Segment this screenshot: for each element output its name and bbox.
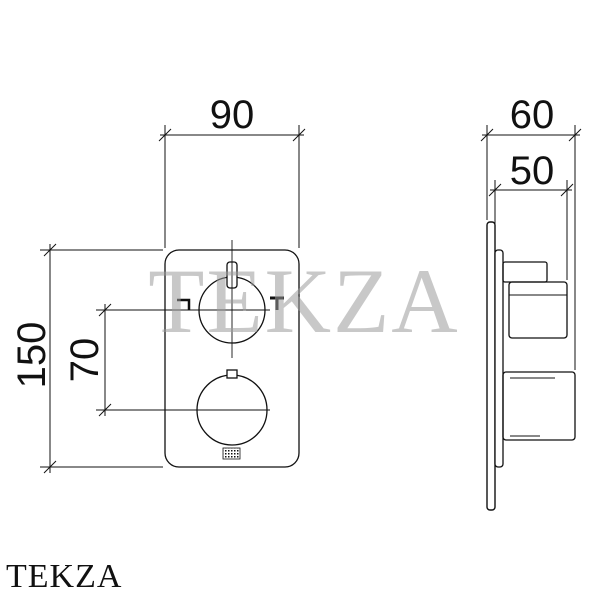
- side-view: [486, 221, 576, 511]
- width-dimension: [158, 125, 306, 248]
- footer-logo: TEKZA: [6, 558, 123, 595]
- height-total-label: 150: [10, 322, 54, 389]
- depth-total-label: 60: [510, 93, 555, 137]
- depth-body-dimension: [488, 180, 574, 280]
- front-view: [164, 240, 300, 468]
- height-spacing-label: 70: [63, 338, 107, 383]
- height-total-dimension: [40, 243, 163, 474]
- depth-body-label: 50: [510, 149, 555, 193]
- side-upper-handle: [502, 261, 568, 339]
- temperature-scale-icon: [222, 447, 241, 460]
- side-rosette: [494, 249, 504, 468]
- right-shower-mark-icon: [270, 296, 284, 310]
- side-lower-handle: [502, 371, 576, 441]
- lower-knob-notch: [226, 369, 238, 379]
- watermark-logo: TEKZA: [148, 250, 459, 352]
- side-plate: [486, 221, 496, 511]
- depth-total-dimension: [480, 125, 582, 370]
- width-label: 90: [210, 93, 255, 137]
- height-spacing-dimension: [96, 303, 270, 417]
- left-spout-mark-icon: [177, 298, 191, 310]
